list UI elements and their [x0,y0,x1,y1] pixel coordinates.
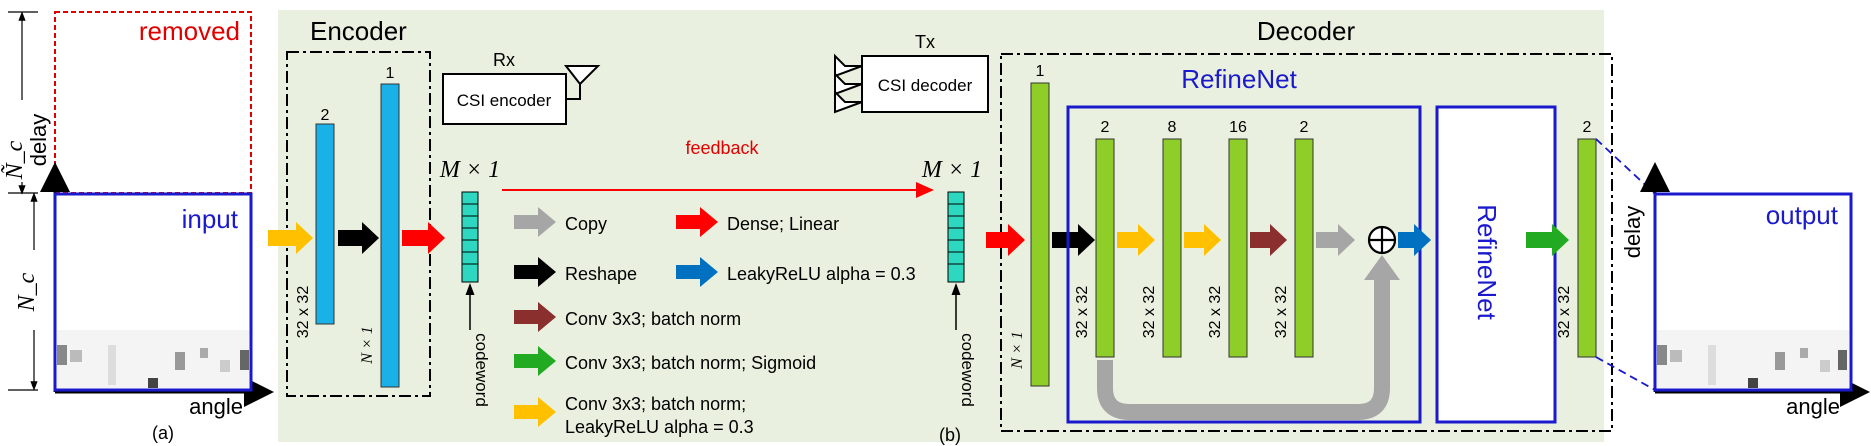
legend-conv-bn: Conv 3x3; batch norm [565,309,741,329]
legend-conv-leaky-2: LeakyReLU alpha = 0.3 [565,417,754,437]
arrow-leakyrelu-r [1398,224,1431,256]
decoder-title: Decoder [1257,16,1356,46]
nc-tilde-label: Ñ_c [1,140,28,180]
codeword-left-label: codeword [472,333,491,407]
encoder-title: Encoder [310,16,407,46]
decoder-bar-in-size: N × 1 [1009,331,1026,369]
refine-bar-3-channels: 16 [1229,119,1247,136]
m-by-1-right: M × 1 [921,157,982,183]
legend-dense-arrow [676,207,718,237]
arrow-yellow-enc [268,222,313,254]
decoder-output-size: 32 x 32 [1556,286,1573,339]
refine-bar-1-size: 32 x 32 [1074,286,1091,339]
skip-connection [1097,278,1390,420]
decoder-bar-in [1030,82,1050,387]
legend-leakyrelu: LeakyReLU alpha = 0.3 [727,264,916,284]
tx-antenna-array-icon [834,53,863,114]
panel-output: output angle delay [1620,162,1870,419]
legend-leakyrelu-arrow [676,257,718,287]
codeword-right-label: codeword [958,333,977,407]
projection-line-top [1595,138,1656,195]
codeword-right: codeword M × 1 [921,157,982,407]
encoder-bar-b-channels: 1 [386,65,395,82]
skip-arrowhead [1364,255,1400,280]
legend-copy-arrow [514,207,556,237]
input-label: input [182,204,239,234]
arrow-dense-enc [402,222,445,254]
delay-label-a: delay [26,114,51,167]
refine-bar-2-size: 32 x 32 [1141,286,1158,339]
arrow-dense-dec [986,224,1025,256]
refinenet-block-2 [1435,105,1557,424]
csi-decoder-box [861,55,989,113]
output-label: output [1766,200,1839,230]
arrow-conv-bn-r3 [1250,224,1287,256]
legend-reshape-arrow [514,257,556,287]
rx-antenna-icon [563,65,601,86]
encoder-bar-a-size: 32 x 32 [295,286,312,339]
tx-block: Tx CSI decoder [834,32,989,114]
arrow-yellow-r2 [1184,224,1221,256]
encoder-bar-reshape [315,123,335,325]
legend-conv-leaky-arrow [514,397,556,427]
decoder-output-channels: 2 [1583,119,1592,136]
refinenet-title: RefineNet [1181,64,1297,94]
csi-encoder-label: CSI encoder [457,91,552,110]
refine-bar-3 [1228,138,1248,358]
delay-label-out: delay [1620,206,1645,259]
removed-label: removed [139,16,240,46]
legend-reshape: Reshape [565,264,637,284]
arrow-reshape-dec [1052,224,1095,256]
refine-bar-2 [1162,138,1182,358]
decoder-section: Decoder 1 N × 1 RefineNet 2 32 x 32 8 32… [986,16,1613,432]
legend-copy: Copy [565,214,607,234]
feedback-link: feedback [502,138,934,198]
csi-encoder-box [442,73,567,125]
legend: Copy Dense; Linear Reshape LeakyReLU alp… [514,207,916,437]
legend-conv-bn-arrow [514,302,556,332]
refinenet-block-label: RefineNet [1472,204,1502,320]
input-image-texture [57,330,249,388]
refine-bar-4 [1294,138,1314,358]
encoder-bar-a-channels: 2 [321,107,330,124]
refine-bar-1-channels: 2 [1101,119,1110,136]
csi-decoder-label: CSI decoder [878,76,973,95]
legend-conv-sigmoid-arrow [514,346,556,376]
arrow-sigmoid [1526,224,1569,256]
tx-label: Tx [915,32,935,52]
encoder-section: Encoder 2 32 x 32 1 N × 1 [268,16,445,397]
arrow-yellow-r1 [1117,224,1155,256]
decoder-output-bar [1577,138,1597,358]
panel-a-caption: (a) [152,423,174,443]
nc-label: N_c [14,272,40,312]
legend-dense: Dense; Linear [727,214,839,234]
codeword-left: codeword M × 1 [439,157,500,407]
legend-conv-sigmoid: Conv 3x3; batch norm; Sigmoid [565,353,816,373]
feedback-label: feedback [685,138,759,158]
rx-block: Rx CSI encoder [442,50,601,125]
refine-bar-1 [1095,138,1115,358]
refine-bar-3-size: 32 x 32 [1207,286,1224,339]
panel-b-caption: (b) [939,425,961,445]
angle-label-out: angle [1786,394,1840,419]
m-by-1-left: M × 1 [439,157,500,183]
projection-line-bottom [1595,356,1656,391]
decoder-bar-in-channels: 1 [1036,63,1045,80]
output-image-texture [1657,330,1849,388]
angle-label-a: angle [189,394,243,419]
arrow-reshape-enc [338,222,379,254]
legend-conv-leaky-1: Conv 3x3; batch norm; [565,394,746,414]
encoder-bar-flat [380,83,400,388]
refine-bar-4-channels: 2 [1300,119,1309,136]
refine-bar-2-channels: 8 [1168,119,1177,136]
refine-bar-4-size: 32 x 32 [1273,286,1290,339]
panel-a: removed input angle delay Ñ_c N_c [1,11,274,443]
encoder-bar-b-size: N × 1 [359,326,376,364]
arrow-copy-r4 [1316,224,1355,256]
refinenet-box [1066,105,1422,424]
rx-label: Rx [493,50,515,70]
